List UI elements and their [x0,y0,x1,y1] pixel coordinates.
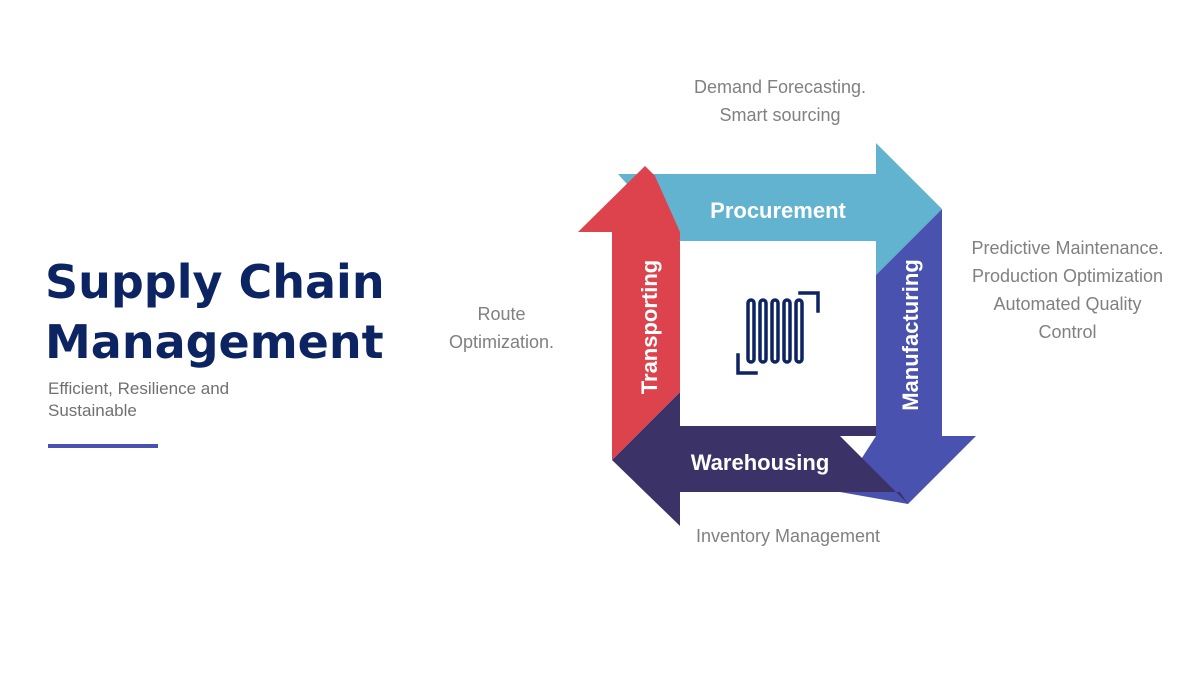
warehousing-note: Inventory Management [670,522,906,550]
manufacturing-note-line: Control [1038,322,1097,342]
procurement-arrow-overlap [655,174,876,241]
page-title: Supply Chain Management [45,252,385,372]
procurement-note-line: Demand Forecasting. [693,77,867,97]
transporting-note-line: Route [477,304,526,324]
manufacturing-note-line: Automated Quality [993,294,1142,314]
transporting-note: Route Optimization. [430,300,573,356]
subtitle: Efficient, Resilience and Sustainable [48,379,230,420]
procurement-note: Demand Forecasting. Smart sourcing [670,73,890,129]
transporting-note-line: Optimization. [448,332,555,352]
title-line-2: Management [45,315,384,369]
title-divider [48,444,158,448]
manufacturing-note-line: Production Optimization [971,266,1164,286]
manufacturing-label: Manufacturing [898,259,923,411]
transporting-label: Transporting [637,260,662,394]
warehousing-note-line: Inventory Management [695,526,881,546]
title-line-1: Supply Chain [45,255,385,309]
procurement-note-line: Smart sourcing [719,105,841,125]
manufacturing-arrow [840,209,976,504]
barcode-scan-icon [736,291,820,375]
warehousing-arrow [612,392,908,526]
procurement-label: Procurement [710,198,846,223]
transporting-arrow [578,166,712,460]
manufacturing-note: Predictive Maintenance. Production Optim… [945,234,1190,346]
manufacturing-note-line: Predictive Maintenance. [971,238,1164,258]
warehousing-label: Warehousing [691,450,830,475]
